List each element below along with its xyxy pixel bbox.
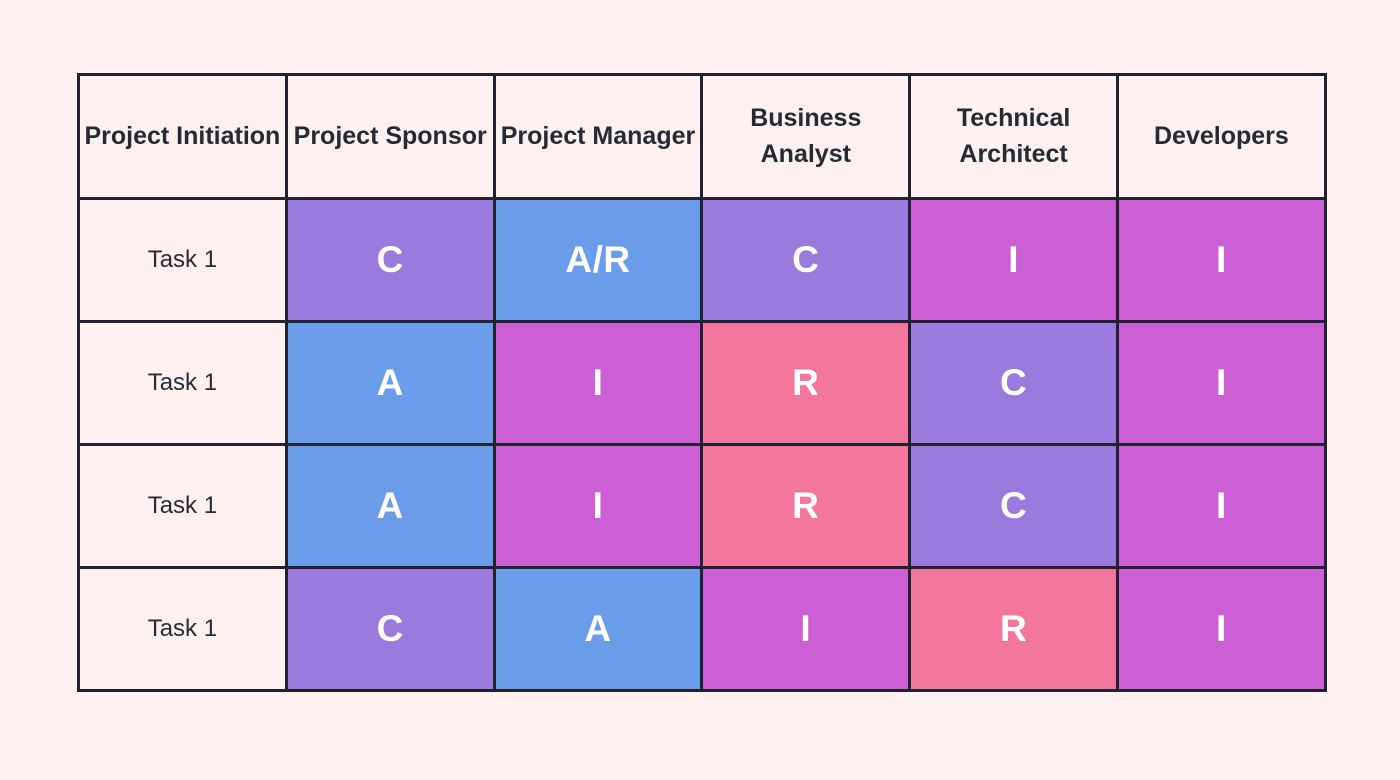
raci-cell: C [700,197,912,323]
column-header-project-sponsor: Project Sponsor [284,73,496,200]
raci-cell: I [1115,197,1327,323]
column-header-technical-architect: Technical Architect [908,73,1119,200]
raci-matrix: Project Initiation Project Sponsor Proje… [77,73,1327,692]
raci-cell: I [908,197,1119,323]
raci-cell: I [1115,566,1327,692]
raci-cell: A [492,566,704,692]
raci-cell: I [1115,443,1327,569]
raci-cell: I [700,566,912,692]
raci-cell: I [1115,320,1327,446]
raci-cell: C [908,320,1119,446]
table-row: Task 1 A I R C I [77,320,1327,446]
raci-cell: A/R [492,197,704,323]
column-header-project-initiation: Project Initiation [77,73,288,200]
table-row: Task 1 C A I R I [77,566,1327,692]
raci-cell: C [284,197,496,323]
column-header-business-analyst: Business Analyst [700,73,912,200]
table-row: Task 1 C A/R C I I [77,197,1327,323]
header-row: Project Initiation Project Sponsor Proje… [77,73,1327,200]
raci-cell: R [700,320,912,446]
column-header-developers: Developers [1115,73,1327,200]
task-cell: Task 1 [77,443,288,569]
raci-table: Project Initiation Project Sponsor Proje… [77,73,1327,692]
raci-cell: I [492,320,704,446]
task-cell: Task 1 [77,320,288,446]
column-header-project-manager: Project Manager [492,73,704,200]
task-cell: Task 1 [77,197,288,323]
raci-cell: I [492,443,704,569]
raci-cell: C [284,566,496,692]
raci-cell: C [908,443,1119,569]
raci-cell: R [908,566,1119,692]
raci-cell: A [284,443,496,569]
raci-cell: A [284,320,496,446]
raci-cell: R [700,443,912,569]
task-cell: Task 1 [77,566,288,692]
table-row: Task 1 A I R C I [77,443,1327,569]
